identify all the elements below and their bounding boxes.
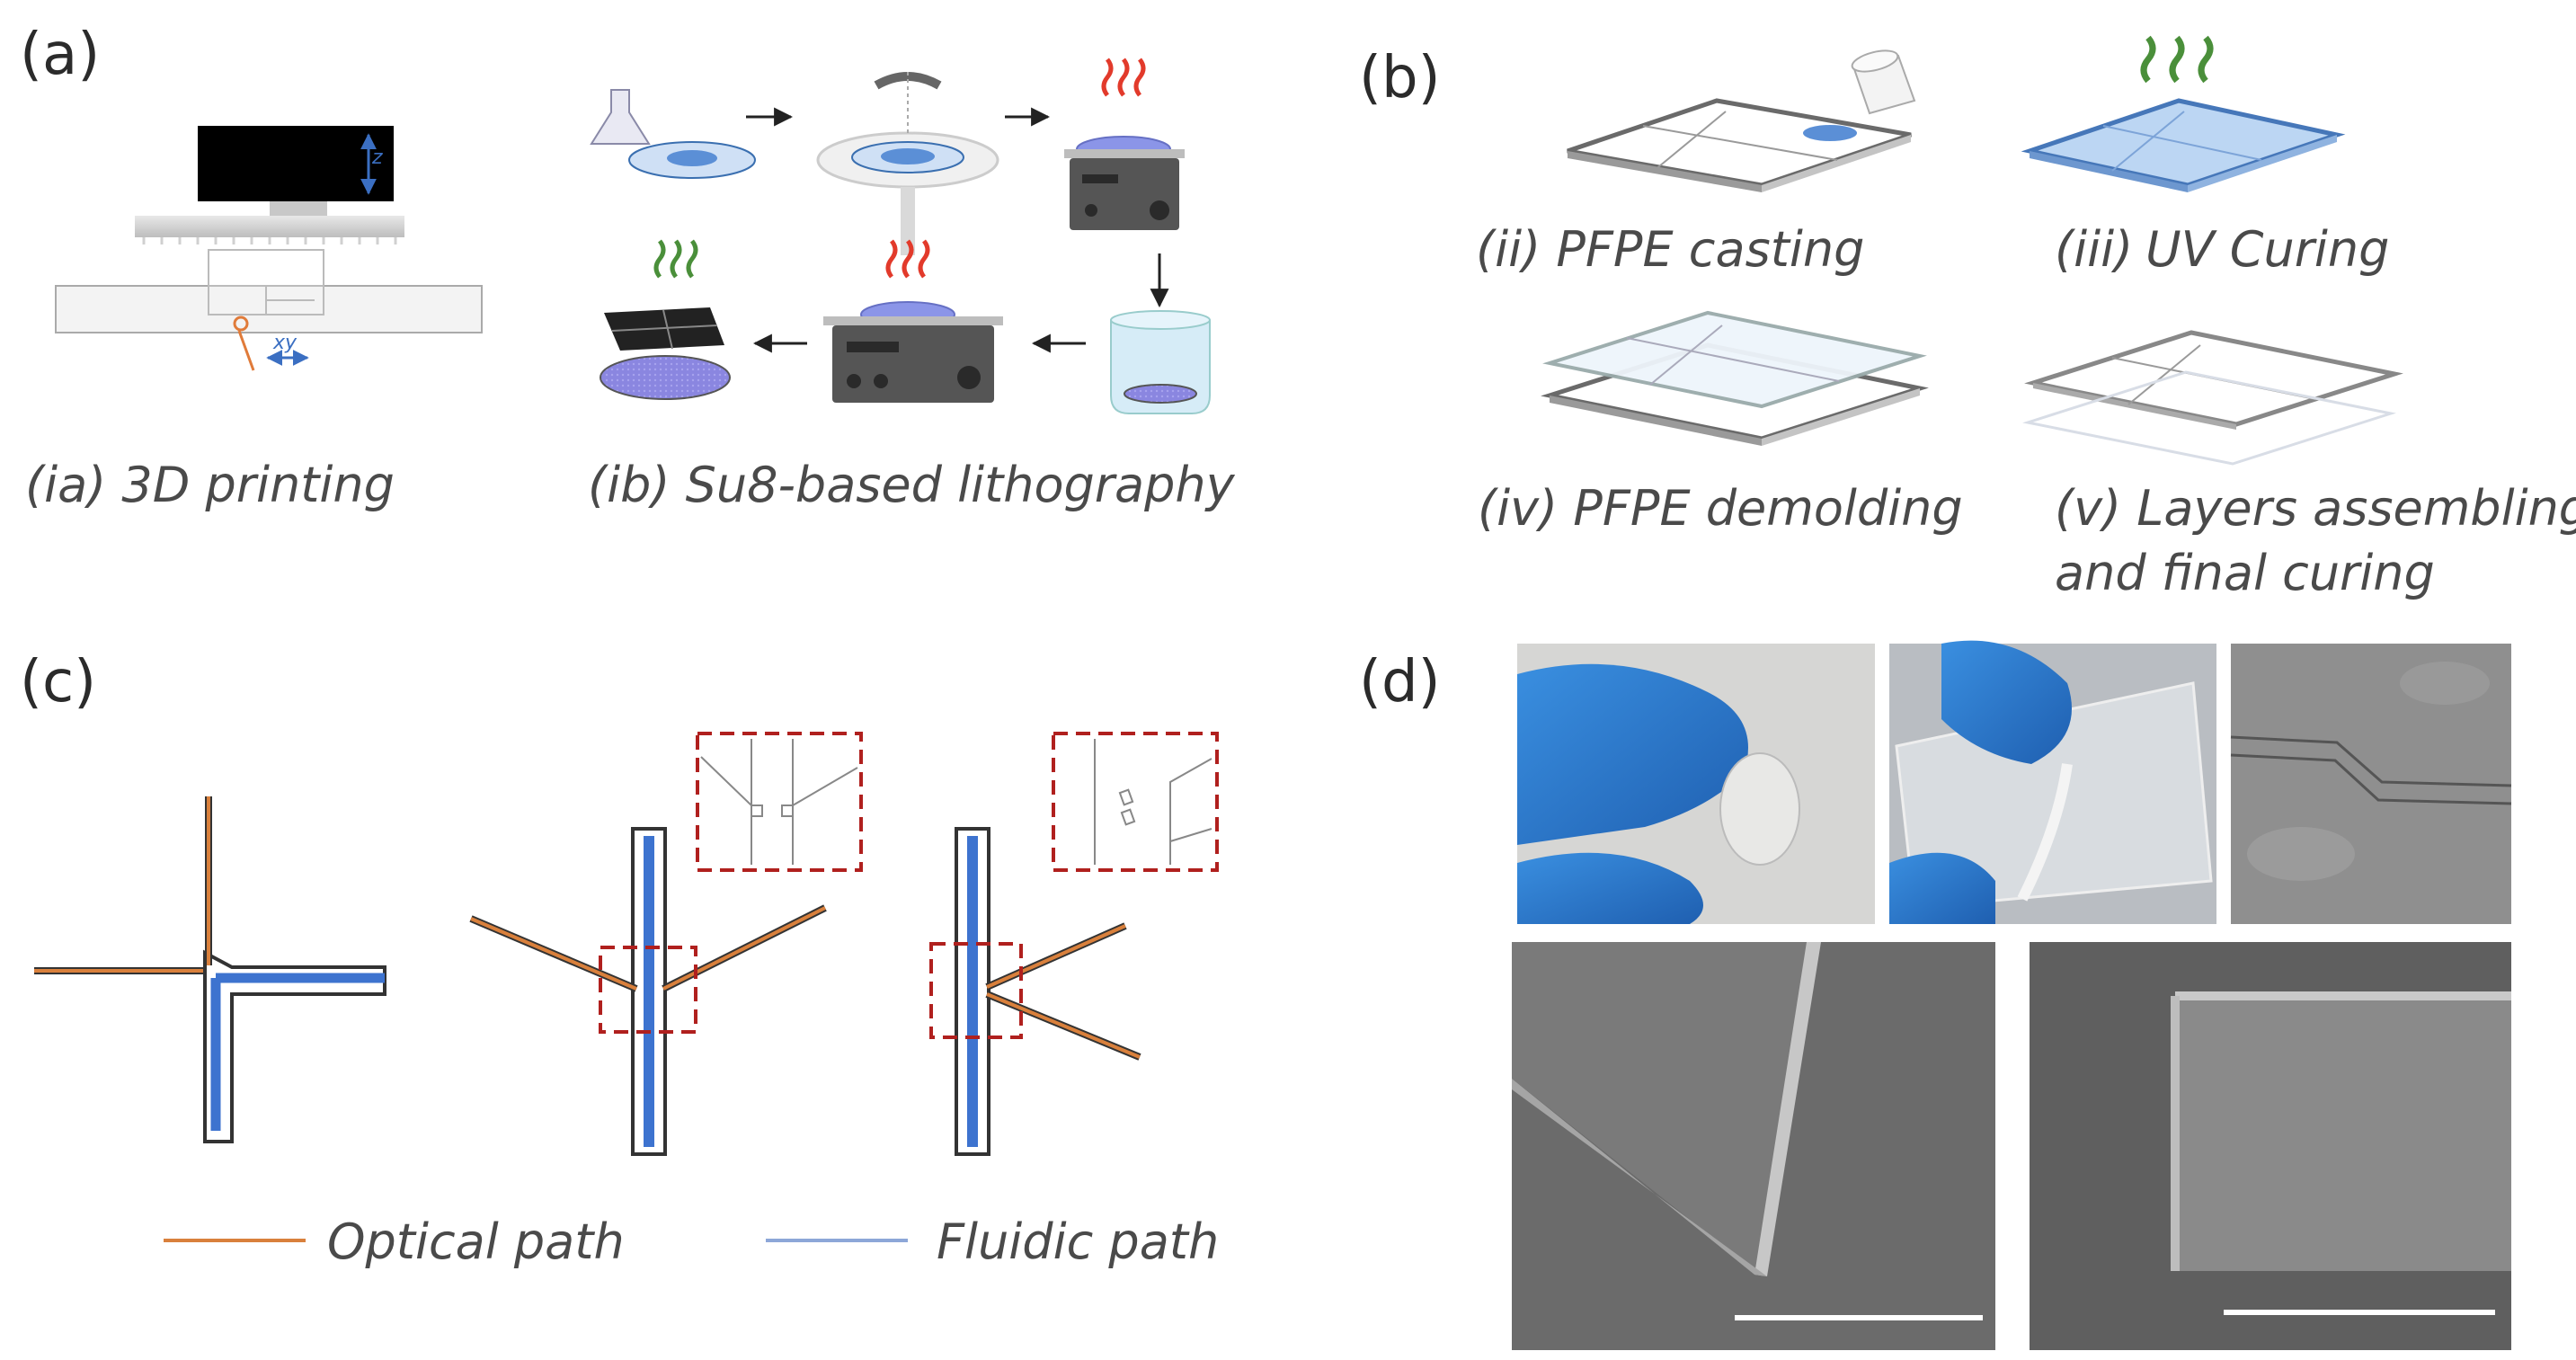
pfpe-casting-illustration [1567, 49, 1916, 192]
iii-caption-text: UV Curing [2145, 221, 2389, 278]
print-head-block [198, 126, 394, 201]
optical-fiber-lower [986, 992, 1141, 1059]
sem-image-channel [2030, 942, 2511, 1350]
lithography-workflow [590, 58, 1211, 414]
build-plate [135, 216, 404, 237]
ii-caption-prefix: (ii) [1476, 221, 1541, 278]
fluidic-channel [210, 973, 385, 1131]
legend-fluidic-label: Fluidic path [937, 1213, 1219, 1270]
xy-axis-label: xy [272, 332, 298, 354]
printed-part-top [208, 249, 324, 287]
iii-caption: (iii)UV Curing [2055, 221, 2389, 278]
chip-asymmetric-fibers [929, 732, 1219, 1156]
optical-fiber-right [662, 906, 826, 991]
uv-waves-icon [2140, 35, 2214, 84]
pfpe-demolding-illustration [1541, 310, 1929, 446]
panel-b: (b) (ii) PFPE casting (iii)UV Curing [1359, 35, 2576, 601]
patterned-wafer [600, 355, 731, 400]
flask-icon [590, 89, 651, 145]
photo-peeling [1889, 640, 2216, 924]
uv-curing-illustration [2021, 35, 2346, 192]
spin-arrow-icon [874, 72, 942, 90]
highlight-box [599, 946, 697, 1034]
highlight-box [929, 942, 1023, 1039]
chip-l-shape [34, 796, 386, 1143]
panel-a-label: (a) [20, 22, 100, 88]
optical-fiber-upper [986, 924, 1126, 989]
panel-d-label: (d) [1359, 649, 1441, 716]
panel-d: (d) [1359, 640, 2512, 1350]
plate-teeth [142, 237, 397, 244]
sem-image-corner [1512, 942, 1995, 1350]
micrograph-channel [2230, 644, 2512, 924]
ii-caption-text: PFPE casting [1556, 221, 1864, 278]
developer-bath [1110, 310, 1211, 414]
ia-caption: (ia) 3D printing [25, 457, 395, 513]
hotplate-2 [823, 239, 1003, 403]
laser-spot [233, 316, 249, 332]
photo-flexible-film [1517, 644, 1875, 924]
zoom-inset [696, 732, 863, 872]
resist-drop [667, 150, 717, 166]
printer-schematic: z xy [55, 126, 483, 371]
z-axis-label: z [371, 147, 383, 169]
optical-fiber-left [470, 917, 637, 991]
panel-a: (a) z x [20, 22, 1236, 513]
laser-beam [237, 330, 255, 371]
legend-optical-label: Optical path [327, 1213, 625, 1270]
ii-caption: (ii) PFPE casting [1476, 221, 1864, 278]
panel-c-label: (c) [20, 649, 96, 716]
chip-symmetric-fibers [469, 732, 863, 1156]
panel-b-label: (b) [1359, 45, 1441, 111]
heat-waves-icon [1101, 58, 1146, 97]
iv-caption-text: PFPE demolding [1573, 480, 1962, 537]
ib-caption: (ib) Su8-based lithography [588, 457, 1236, 513]
pfpe-puddle [1803, 125, 1857, 141]
v-caption-line2: and final curing [2055, 545, 2435, 601]
uv-waves-icon [653, 239, 698, 279]
panel-c: (c) [20, 649, 1219, 1270]
v-caption-line1: (v) Layers assembling [2055, 480, 2576, 537]
iv-caption-prefix: (iv) [1478, 480, 1558, 537]
layers-assembling-illustration [2022, 330, 2403, 466]
su8-mold [600, 239, 731, 400]
iii-caption-prefix: (iii) [2055, 221, 2133, 278]
resin-vat [55, 285, 483, 333]
iv-caption: (iv) PFPE demolding [1478, 480, 1963, 537]
spin-coater-shaft [901, 187, 915, 255]
hotplate-1 [1064, 58, 1185, 230]
zoom-inset [1052, 732, 1219, 872]
head-neck [270, 201, 327, 216]
heat-waves-icon [885, 239, 930, 279]
